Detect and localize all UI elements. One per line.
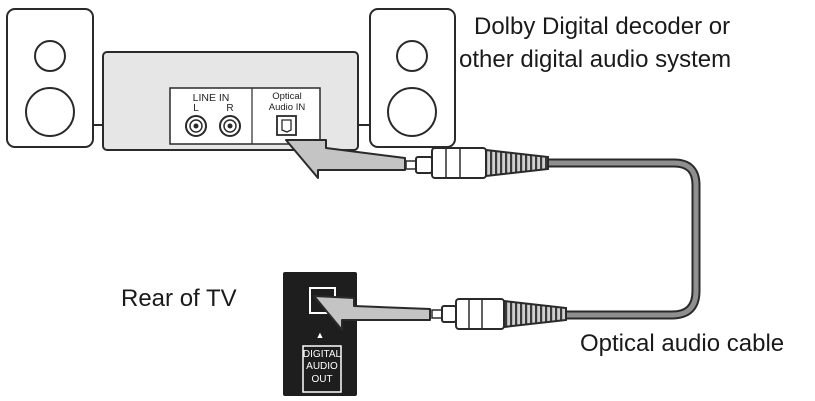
right-speaker-woofer	[387, 87, 437, 137]
audio-receiver: LINE IN L R Optical Audio IN	[102, 51, 359, 151]
left-speaker	[6, 8, 94, 148]
tv-caption: Rear of TV	[121, 285, 237, 312]
digital-audio-out-label-line1: DIGITAL	[303, 349, 342, 360]
digital-audio-out-label-line3: OUT	[311, 374, 332, 385]
right-speaker	[369, 8, 456, 148]
cable-plug-receiver-end	[405, 147, 549, 179]
rca-jack-right	[219, 115, 241, 137]
cable-plug-tv-end	[431, 298, 567, 330]
optical-in-label-line2: Audio IN	[269, 102, 306, 113]
right-speaker-tweeter	[396, 40, 428, 72]
device-caption-line1: Dolby Digital decoder or	[474, 13, 731, 40]
optical-in-label-line1: Optical	[272, 91, 302, 102]
cable-caption: Optical audio cable	[580, 330, 785, 357]
line-in-right-label: R	[226, 103, 233, 114]
connect-arrow-tv	[313, 295, 431, 331]
tv-port-arrow-icon: ▲	[316, 330, 325, 340]
rca-jack-left	[185, 115, 207, 137]
optical-cable-body	[548, 160, 699, 318]
tv-rear-panel: ▲ DIGITAL AUDIO OUT	[283, 272, 357, 396]
left-speaker-woofer	[25, 87, 75, 137]
device-caption-line2: other digital audio system	[459, 46, 732, 73]
line-in-left-label: L	[193, 103, 199, 114]
left-speaker-tweeter	[34, 40, 66, 72]
line-in-label: LINE IN	[193, 92, 230, 104]
optical-in-port	[276, 115, 297, 136]
digital-audio-out-label-line2: AUDIO	[306, 361, 338, 372]
connect-arrow-receiver	[285, 139, 406, 179]
optical-cable-outline	[548, 158, 701, 320]
